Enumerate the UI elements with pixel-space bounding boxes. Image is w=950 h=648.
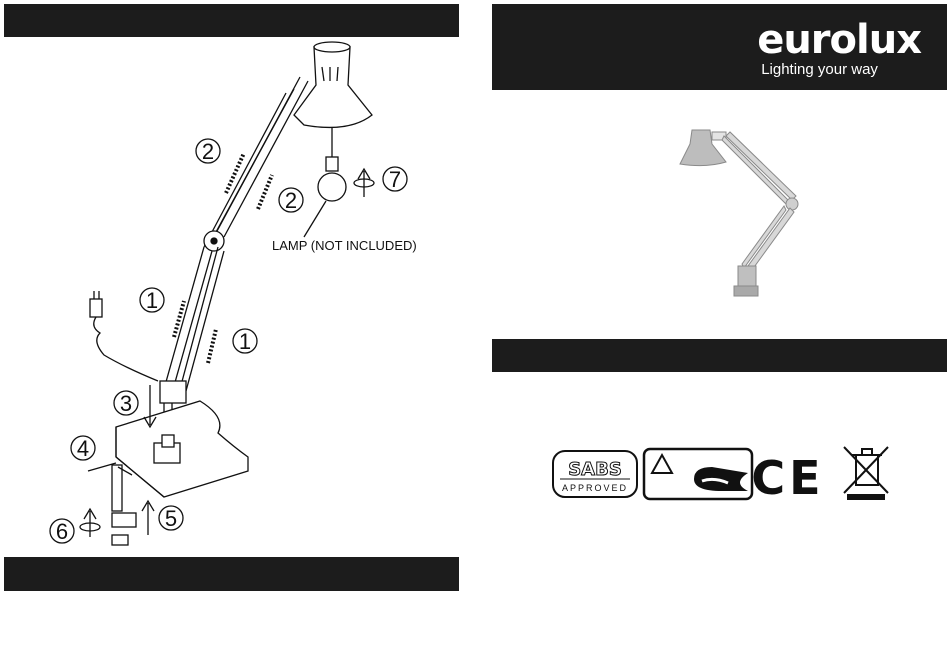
left-top-banner <box>4 4 459 37</box>
brand-name: eurolux <box>757 18 921 62</box>
table-edge <box>116 401 248 497</box>
certification-marks: SABS APPROVED CE <box>552 443 892 503</box>
assembly-diagram: 2 2 1 1 3 4 5 6 7 LAMP (NOT INCLUDED) <box>4 37 459 557</box>
power-cord <box>94 317 158 381</box>
spring-upper-right <box>258 175 272 209</box>
brand-header: eurolux Lighting your way <box>492 4 947 90</box>
step-3-label: 3 <box>120 391 132 416</box>
power-plug <box>90 299 102 317</box>
step-4-label: 4 <box>77 436 89 461</box>
step-5-label: 5 <box>165 506 177 531</box>
ce-mark-logo: CE <box>751 451 824 505</box>
ce-text: CE <box>751 451 824 505</box>
brand-tagline: Lighting your way <box>761 62 921 78</box>
lamp-shade <box>294 47 372 127</box>
step-1a-label: 1 <box>146 288 158 313</box>
spring-lower-left <box>174 301 184 337</box>
product-illustration <box>672 120 832 310</box>
lamp-not-included-label: LAMP (NOT INCLUDED) <box>272 238 417 253</box>
step-2a-label: 2 <box>202 139 214 164</box>
weee-bin-icon <box>844 447 888 499</box>
spring-lower-right <box>208 329 216 363</box>
sabs-text: SABS <box>568 459 622 480</box>
brand-logo: eurolux Lighting your way <box>757 18 921 78</box>
step-6-label: 6 <box>56 519 68 544</box>
left-bottom-banner <box>4 557 459 591</box>
sabs-approved-text: APPROVED <box>562 483 628 493</box>
right-middle-banner <box>492 339 947 372</box>
sabs-approved-logo: SABS APPROVED <box>553 451 637 497</box>
step-1b-label: 1 <box>239 329 251 354</box>
step-7-label: 7 <box>389 167 401 192</box>
bulb-icon <box>318 173 346 201</box>
step-2b-label: 2 <box>285 188 297 213</box>
safety-mark-logo <box>644 449 752 499</box>
